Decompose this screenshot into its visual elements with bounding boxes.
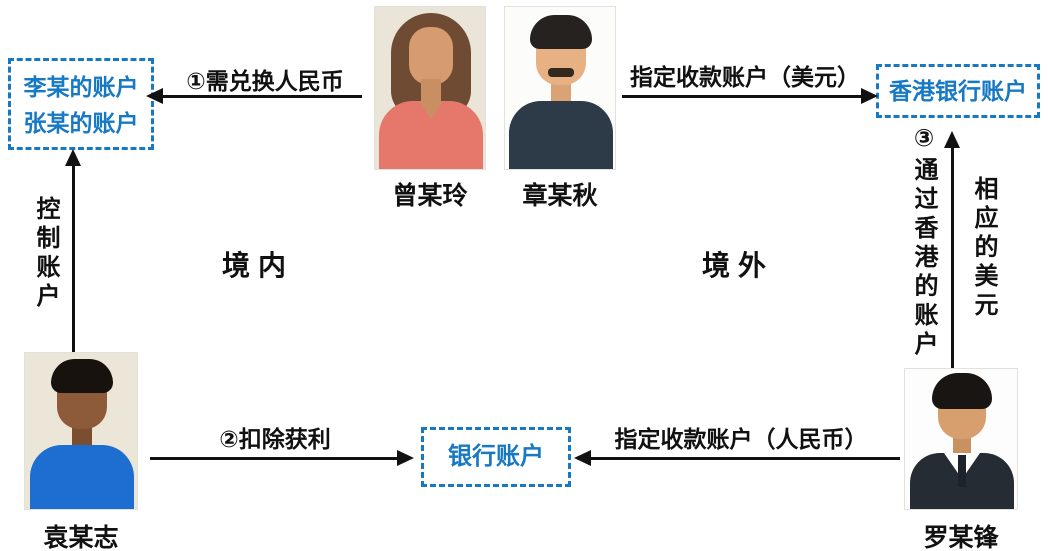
- label-deduct-profit: ②扣除获利: [219, 426, 331, 452]
- left-accounts-box: 李某的账户 张某的账户: [8, 58, 154, 150]
- avatar-face: [409, 27, 453, 85]
- arrow-via-hk-line: [951, 146, 954, 368]
- arrow-control-head-up-icon: [65, 149, 81, 166]
- avatar-zeng-person-icon: [374, 6, 486, 170]
- arrow-deduct-line: [150, 457, 400, 460]
- avatar-tie: [958, 455, 966, 487]
- arrow-exchange-line: [162, 95, 362, 98]
- arrow-via-hk-head-up-icon: [944, 131, 960, 148]
- label-control-account: 控制账户: [32, 196, 59, 312]
- arrow-usd-head-right-icon: [861, 88, 878, 104]
- hk-bank-account-box: 香港银行账户: [876, 64, 1040, 118]
- avatar-vneck: [419, 101, 443, 119]
- arrow-control-line: [72, 164, 75, 356]
- avatar-hair: [932, 373, 992, 409]
- label-via-hk-account: ③通过香港的账户: [910, 124, 937, 360]
- arrow-usd-line: [622, 95, 864, 98]
- label-designate-usd-account: 指定收款账户（美元）: [630, 64, 860, 90]
- left-account-line-2: 张某的账户: [23, 110, 139, 136]
- arrow-rmb-line: [590, 457, 900, 460]
- avatar-hair: [530, 15, 592, 49]
- bank-account-box: 银行账户: [421, 427, 571, 487]
- person-name-zeng: 曾某玲: [392, 182, 468, 210]
- left-account-line-1: 李某的账户: [23, 74, 139, 100]
- label-domestic-region: 境内: [221, 250, 294, 281]
- avatar-neck: [72, 427, 92, 449]
- avatar-hair: [51, 359, 113, 393]
- avatar-neck: [421, 79, 441, 105]
- label-overseas-region: 境外: [701, 250, 774, 281]
- arrow-rmb-head-left-icon: [574, 450, 591, 466]
- avatar-mustache: [548, 68, 574, 77]
- avatar-neck: [953, 435, 971, 457]
- arrow-deduct-head-right-icon: [397, 450, 414, 466]
- label-need-exchange-rmb: ①需兑换人民币: [186, 68, 344, 94]
- person-name-yuan: 袁某志: [43, 524, 119, 551]
- avatar-yuan-person-icon: [24, 352, 138, 510]
- avatar-torso: [30, 445, 134, 509]
- arrow-exchange-head-left-icon: [146, 88, 163, 104]
- avatar-torso: [509, 101, 613, 169]
- label-corresponding-usd: 相应的美元: [970, 176, 997, 321]
- avatar-luo-person-icon: [904, 368, 1018, 510]
- person-name-luo: 罗某锋: [923, 524, 999, 551]
- avatar-neck: [551, 83, 571, 105]
- person-name-zhang: 章某秋: [522, 182, 598, 210]
- label-designate-rmb-account: 指定收款账户（人民币）: [614, 426, 868, 452]
- avatar-zhang-person-icon: [504, 6, 616, 170]
